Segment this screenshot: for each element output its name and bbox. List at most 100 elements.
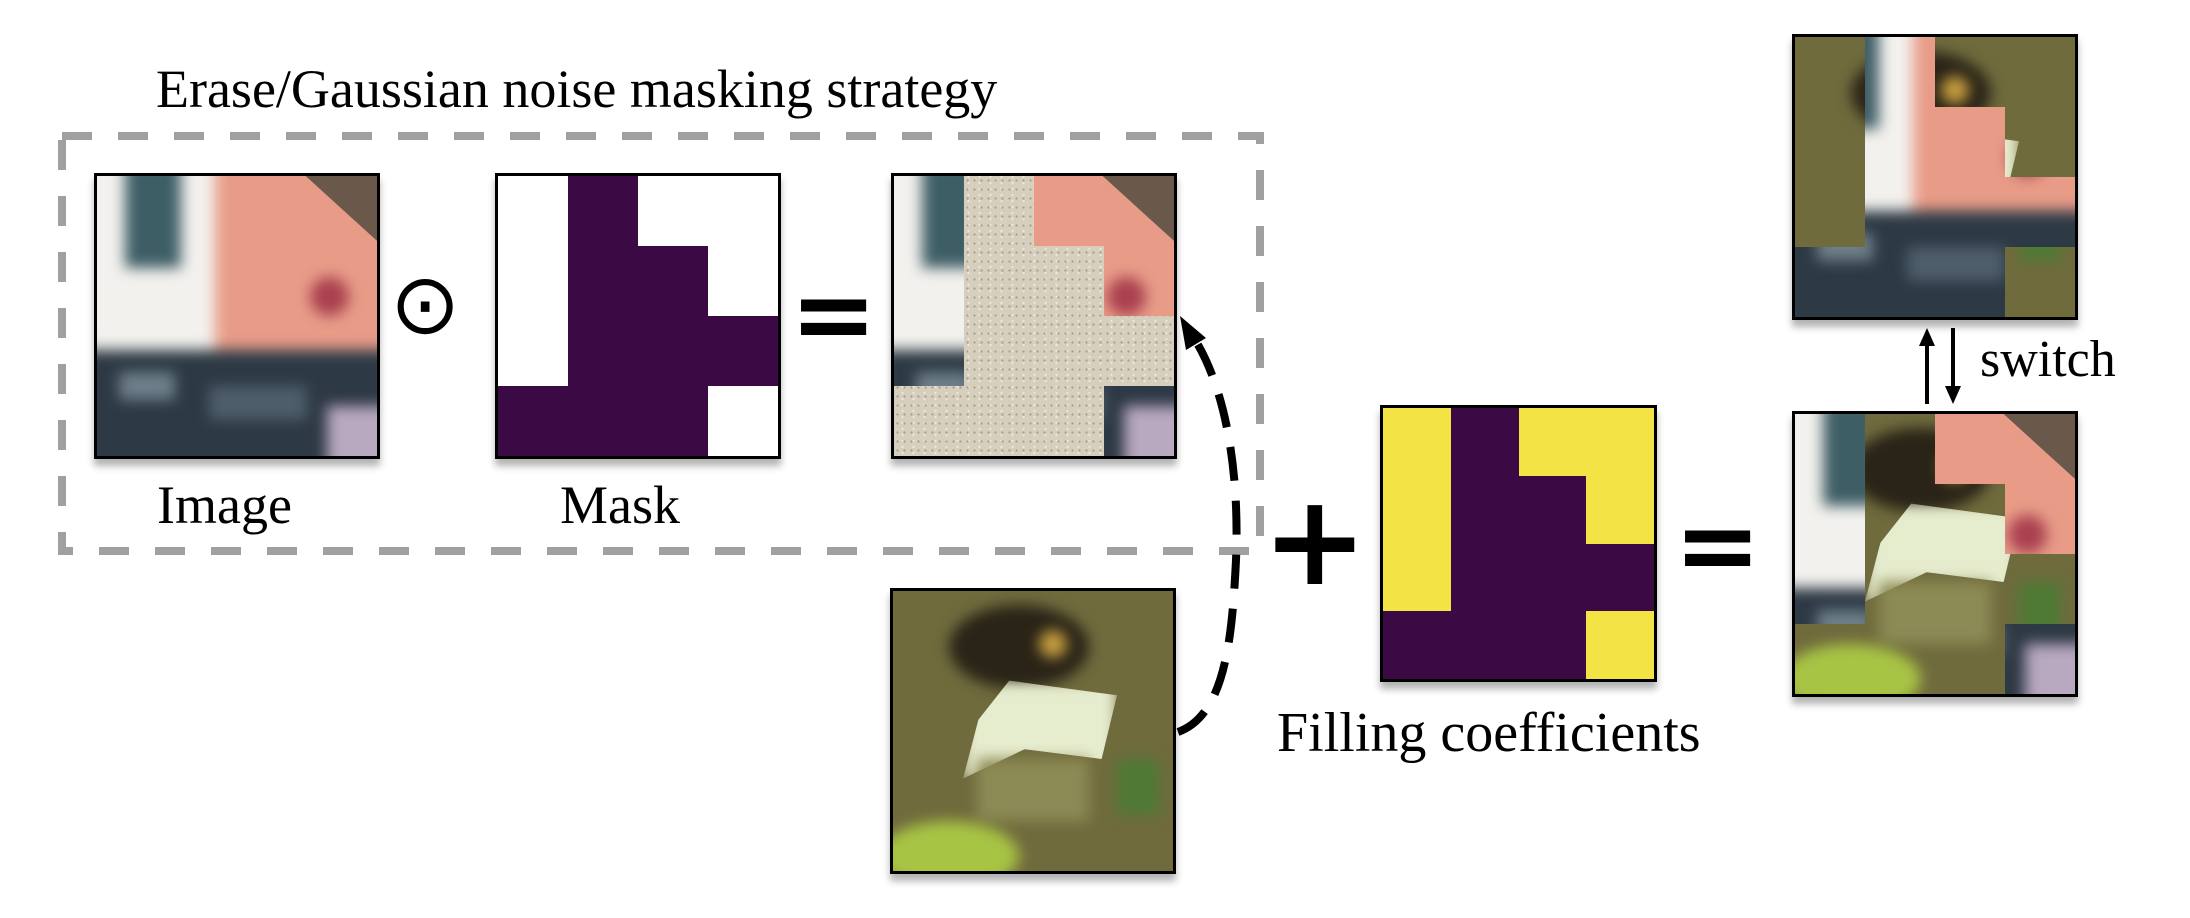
grid-cell — [1518, 475, 1587, 544]
grid-cell — [1450, 543, 1519, 612]
grid-cell — [1518, 408, 1587, 476]
switch-arrows-icon — [1919, 328, 1961, 404]
image-patch — [893, 731, 963, 801]
image-patch — [1865, 37, 1935, 107]
strategy-title: Erase/Gaussian noise masking strategy — [156, 59, 998, 119]
image-patch — [2005, 554, 2075, 624]
image-patch — [1104, 176, 1174, 246]
image-patch — [1935, 554, 2005, 624]
image-patch — [1865, 177, 1935, 247]
image-patch — [2005, 624, 2075, 694]
image-patch — [1795, 554, 1865, 624]
input-image-truck — [94, 173, 380, 459]
grid-cell — [708, 316, 778, 386]
image-patch — [1034, 176, 1104, 246]
image-patch — [307, 316, 377, 386]
image-patch — [963, 591, 1033, 661]
image-patch — [963, 661, 1033, 731]
image-patch — [1935, 414, 2005, 484]
image-patch — [1865, 554, 1935, 624]
image-patch — [1935, 177, 2005, 247]
grid-cell — [1450, 408, 1519, 476]
image-label: Image — [157, 475, 292, 535]
image-patch — [1935, 484, 2005, 554]
image-patch — [1034, 246, 1104, 316]
image-patch — [894, 246, 964, 316]
filler-image-frog — [890, 588, 1176, 874]
image-patch — [964, 246, 1034, 316]
image-patch — [893, 661, 963, 731]
image-patch — [1865, 414, 1935, 484]
grid-cell — [1586, 611, 1654, 679]
grid-cell — [638, 316, 708, 386]
image-patch — [167, 386, 237, 456]
image-patch — [237, 176, 307, 246]
image-patch — [2005, 484, 2075, 554]
image-patch — [97, 176, 167, 246]
grid-cell — [1586, 475, 1654, 544]
grid-cell — [568, 316, 638, 386]
dashed-curve-arrow — [1176, 332, 1241, 736]
grid-cell — [1450, 475, 1519, 544]
grid-cell — [498, 316, 568, 386]
image-patch — [1935, 107, 2005, 177]
image-patch — [1103, 801, 1173, 871]
image-patch — [964, 176, 1034, 246]
arrow-head-icon — [1180, 316, 1206, 350]
grid-cell — [568, 246, 638, 316]
image-patch — [2005, 107, 2075, 177]
image-patch — [963, 801, 1033, 871]
mixed-image-result — [1792, 411, 2078, 697]
grid-cell — [568, 176, 638, 246]
image-patch — [1795, 107, 1865, 177]
image-patch — [237, 246, 307, 316]
image-patch — [1795, 484, 1865, 554]
image-patch — [307, 386, 377, 456]
grid-cell — [708, 246, 778, 316]
image-patch — [894, 386, 964, 456]
grid-cell — [708, 386, 778, 456]
image-patch — [1033, 591, 1103, 661]
grid-cell — [1586, 543, 1654, 612]
switch-label: switch — [1980, 331, 2116, 388]
image-patch — [893, 801, 963, 871]
image-patch — [307, 246, 377, 316]
mixed-image-switched — [1792, 34, 2078, 320]
image-patch — [2005, 414, 2075, 484]
grid-cell — [498, 386, 568, 456]
image-patch — [1103, 731, 1173, 801]
grid-cell — [1383, 475, 1451, 544]
image-patch — [893, 591, 963, 661]
grid-cell — [498, 176, 568, 246]
image-patch — [1865, 624, 1935, 694]
grid-cell — [498, 246, 568, 316]
image-patch — [1033, 801, 1103, 871]
grid-cell — [1518, 611, 1587, 679]
equals-operator: = — [790, 253, 878, 375]
image-patch — [1865, 484, 1935, 554]
mask-grid — [495, 173, 781, 459]
image-patch — [963, 731, 1033, 801]
grid-cell — [1586, 408, 1654, 476]
image-patch — [1935, 37, 2005, 107]
grid-cell — [1383, 543, 1451, 612]
image-patch — [1033, 731, 1103, 801]
image-patch — [307, 176, 377, 246]
image-patch — [1795, 247, 1865, 317]
image-patch — [1033, 661, 1103, 731]
image-patch — [1935, 247, 2005, 317]
image-patch — [894, 176, 964, 246]
image-patch — [1034, 386, 1104, 456]
image-patch — [1865, 107, 1935, 177]
grid-cell — [708, 176, 778, 246]
image-patch — [964, 316, 1034, 386]
image-patch — [1795, 177, 1865, 247]
filling-coefficients-label: Filling coefficients — [1277, 702, 1701, 764]
image-patch — [2005, 177, 2075, 247]
image-patch — [1935, 624, 2005, 694]
hadamard-operator: ⊙ — [390, 255, 461, 353]
image-patch — [167, 316, 237, 386]
image-patch — [97, 316, 167, 386]
image-patch — [964, 386, 1034, 456]
